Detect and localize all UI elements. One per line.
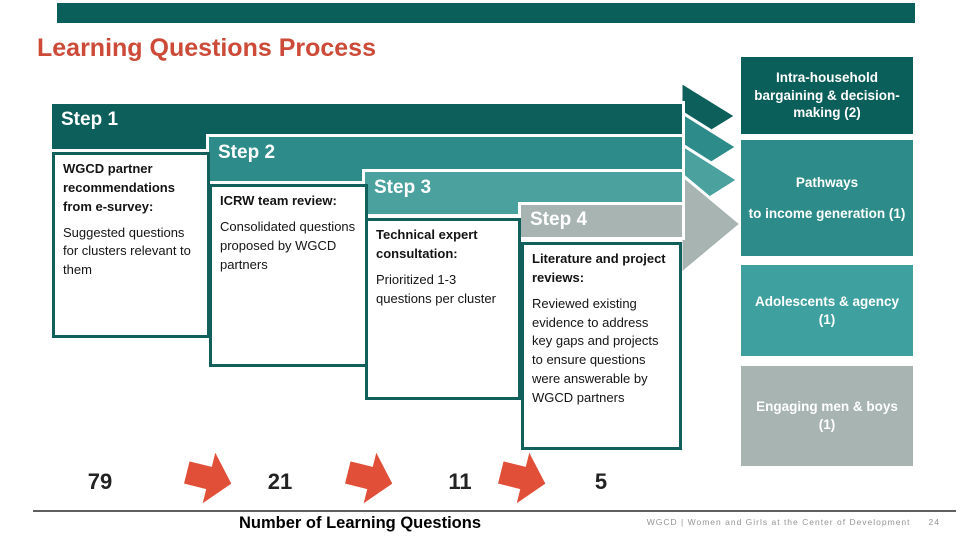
count-value-step-3: 11: [448, 469, 472, 494]
step-3-label: Step 3: [374, 177, 432, 198]
right-arrow-icon: [341, 447, 398, 509]
step-4-bar: Step 4: [521, 205, 682, 237]
step-2-label: Step 2: [218, 142, 276, 163]
category-label: Engaging men & boys (1): [756, 399, 898, 432]
step-3-body: Prioritized 1-3 questions per cluster: [376, 271, 496, 306]
step-4-heading: Literature and project reviews:: [532, 251, 666, 285]
category-label: Pathways: [795, 174, 859, 190]
right-arrow-icon: [180, 447, 237, 509]
step-3-heading: Technical expert consultation:: [376, 227, 478, 261]
category-box-adolescents: Adolescents & agency (1): [741, 265, 913, 356]
count-value-step-2: 21: [267, 469, 293, 494]
divider-line: [33, 510, 956, 512]
top-accent-bar: [57, 3, 915, 23]
category-label-line-2: to income generation (1): [748, 205, 906, 221]
footer-text: WGCD | Women and Girls at the Center of …: [646, 517, 911, 527]
axis-label: Number of Learning Questions: [238, 514, 482, 532]
step-1-label: Step 1: [61, 109, 119, 130]
step-4-label: Step 4: [530, 209, 588, 230]
category-label: Intra-household bargaining & decision-ma…: [754, 70, 900, 121]
category-box-pathways: Pathways to income generation (1): [741, 140, 913, 256]
slide-footer: WGCD | Women and Girls at the Center of …: [647, 517, 940, 527]
page-title: Learning Questions Process: [37, 34, 376, 62]
category-label: Adolescents & agency (1): [754, 293, 900, 327]
category-box-engaging-men: Engaging men & boys (1): [741, 366, 913, 466]
count-value-step-4: 5: [594, 469, 608, 494]
step-2-body: Consolidated questions proposed by WGCD …: [220, 218, 356, 272]
page-number: 24: [928, 517, 940, 527]
step-2-heading: ICRW team review:: [220, 193, 337, 208]
step-4-body: Reviewed existing evidence to address ke…: [532, 295, 659, 405]
step-2-content-box: ICRW team review: Consolidated questions…: [209, 184, 368, 367]
right-arrow-icon: [494, 447, 551, 509]
step-1-heading: WGCD partner recommendations from e-surv…: [63, 161, 175, 214]
step-3-content-box: Technical expert consultation: Prioritiz…: [365, 218, 521, 400]
step-1-body: Suggested questions for clusters relevan…: [63, 224, 191, 278]
chevron-arrows: [679, 79, 744, 278]
category-box-intra-household: Intra-household bargaining & decision-ma…: [741, 57, 913, 134]
step-1-content-box: WGCD partner recommendations from e-surv…: [52, 152, 210, 338]
count-value-step-1: 79: [87, 469, 113, 494]
step-4-content-box: Literature and project reviews: Reviewed…: [521, 242, 682, 450]
